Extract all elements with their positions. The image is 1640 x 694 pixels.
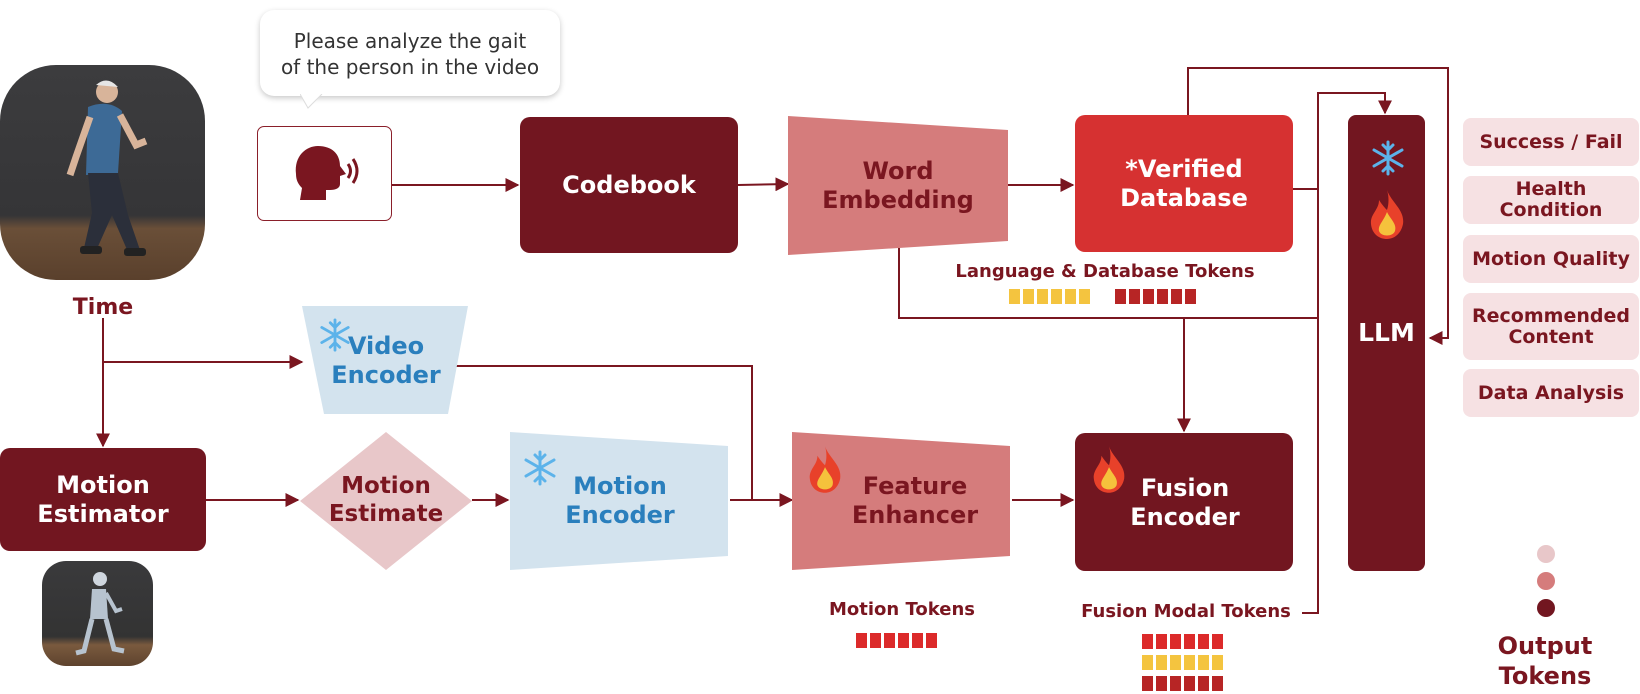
person-walking-photo	[0, 65, 205, 280]
motion-encoder-label: Motion Encoder	[550, 470, 690, 532]
fusion-token-row-3	[1142, 676, 1223, 691]
output-token-dot-mid	[1537, 572, 1555, 590]
output-data-analysis: Data Analysis	[1463, 369, 1639, 417]
codebook-block: Codebook	[520, 117, 738, 253]
video-encoder-shape	[302, 306, 468, 414]
output-success-fail: Success / Fail	[1463, 118, 1639, 166]
motion-token-row	[856, 633, 937, 648]
motion-tokens-label: Motion Tokens	[829, 599, 975, 621]
motion-encoder-line-1: Motion	[573, 472, 667, 501]
verified-db-line-2: Database	[1120, 183, 1248, 212]
output-motion-quality: Motion Quality	[1463, 235, 1639, 283]
motion-encoder-shape	[510, 432, 728, 570]
fusion-modal-tokens-label: Fusion Modal Tokens	[1081, 601, 1291, 623]
llm-label: LLM	[1358, 318, 1415, 347]
video-encoder-line-1: Video	[347, 332, 425, 361]
motion-estimator-block: Motion Estimator	[0, 448, 206, 551]
verified-db-line-1: *Verified	[1125, 154, 1243, 183]
output-token-dot-dark	[1537, 599, 1555, 617]
word-embedding-line-2: Embedding	[822, 185, 974, 214]
flame-icon	[809, 446, 841, 493]
snowflake-icon	[320, 318, 350, 352]
video-encoder-line-2: Encoder	[331, 361, 441, 389]
feature-enhancer-line-2: Enhancer	[851, 501, 979, 529]
motion-estimate-label: Motion Estimate	[300, 470, 472, 532]
word-embedding-label: Word Embedding	[788, 116, 1008, 255]
motion-estimator-line-1: Motion	[56, 470, 150, 499]
fusion-encoder-line-1: Fusion	[1140, 474, 1230, 503]
db-token-row-red	[1115, 289, 1196, 304]
motion-encoder-line-2: Encoder	[565, 501, 675, 529]
motion-estimate-shape	[300, 432, 472, 570]
verified-database-block: *Verified Database	[1075, 115, 1293, 252]
prompt-text: Please analyze the gait of the person in…	[260, 14, 560, 94]
output-health-condition: Health Condition	[1463, 176, 1639, 224]
fusion-token-row-1	[1142, 634, 1223, 649]
output-recommended-content: Recommended Content	[1463, 293, 1639, 360]
llm-block	[1348, 115, 1425, 571]
feature-enhancer-shape	[792, 432, 1010, 570]
lang-token-row-yellow	[1009, 289, 1090, 304]
lang-db-tokens-label: Language & Database Tokens	[955, 261, 1255, 283]
flame-icon	[1370, 190, 1404, 239]
prompt-bubble	[260, 10, 560, 96]
feature-enhancer-label: Feature Enhancer	[840, 470, 990, 532]
output-tokens-line-1: Output	[1497, 632, 1593, 660]
motion-estimate-line-2: Estimate	[328, 501, 444, 527]
output-tokens-line-2: Tokens	[1498, 662, 1592, 690]
video-encoder-label: Video Encoder	[316, 330, 456, 392]
speaking-head-icon	[295, 146, 359, 200]
fusion-encoder-label: Fusion Encoder	[1110, 472, 1260, 534]
time-label: Time	[72, 294, 134, 320]
motion-estimate-line-1: Motion	[341, 473, 431, 500]
fusion-encoder-line-2: Encoder	[1130, 503, 1240, 531]
snowflake-icon	[1372, 140, 1404, 176]
flame-icon	[1093, 446, 1125, 493]
output-tokens-label: Output Tokens	[1480, 630, 1610, 692]
feature-enhancer-line-1: Feature	[862, 472, 968, 501]
fusion-token-row-2	[1142, 655, 1223, 670]
word-embedding-shape	[788, 116, 1008, 255]
skeleton-walking-photo	[42, 561, 153, 666]
word-embedding-line-1: Word	[862, 156, 934, 185]
bubble-tail	[300, 94, 323, 109]
snowflake-icon	[524, 450, 556, 486]
output-token-dot-light	[1537, 545, 1555, 563]
prompt-line-2: of the person in the video	[280, 55, 540, 79]
motion-estimator-line-2: Estimator	[37, 499, 169, 528]
prompt-line-1: Please analyze the gait	[293, 29, 527, 53]
